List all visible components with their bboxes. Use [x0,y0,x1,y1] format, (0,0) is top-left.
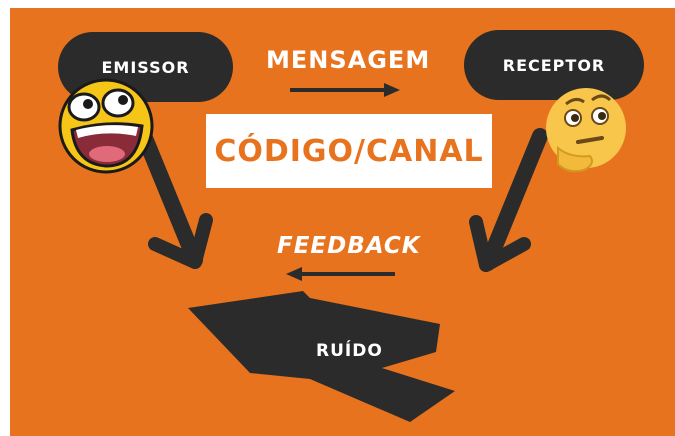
arrow-mensagem [290,83,400,97]
emissor-label: EMISSOR [101,57,190,77]
diagram-canvas: EMISSOR RECEPTOR MENSAGEM CÓDIGO/CANAL F… [10,8,675,436]
emissor-node: EMISSOR [58,32,233,102]
mensagem-label: MENSAGEM [266,46,431,74]
arrow-receptor-to-ruido [469,128,548,272]
arrow-emissor-to-ruido [137,130,213,269]
top-border [0,0,675,8]
feedback-label: FEEDBACK [277,233,421,259]
arrow-feedback [286,267,395,281]
ruido-label: RUÍDO [316,341,383,361]
codigo-canal-node: CÓDIGO/CANAL [206,114,492,188]
codigo-canal-label: CÓDIGO/CANAL [214,133,484,169]
ruido-bolt-shape [188,291,455,422]
receptor-node: RECEPTOR [464,30,644,100]
receptor-label: RECEPTOR [502,55,606,75]
connectors [137,83,548,422]
